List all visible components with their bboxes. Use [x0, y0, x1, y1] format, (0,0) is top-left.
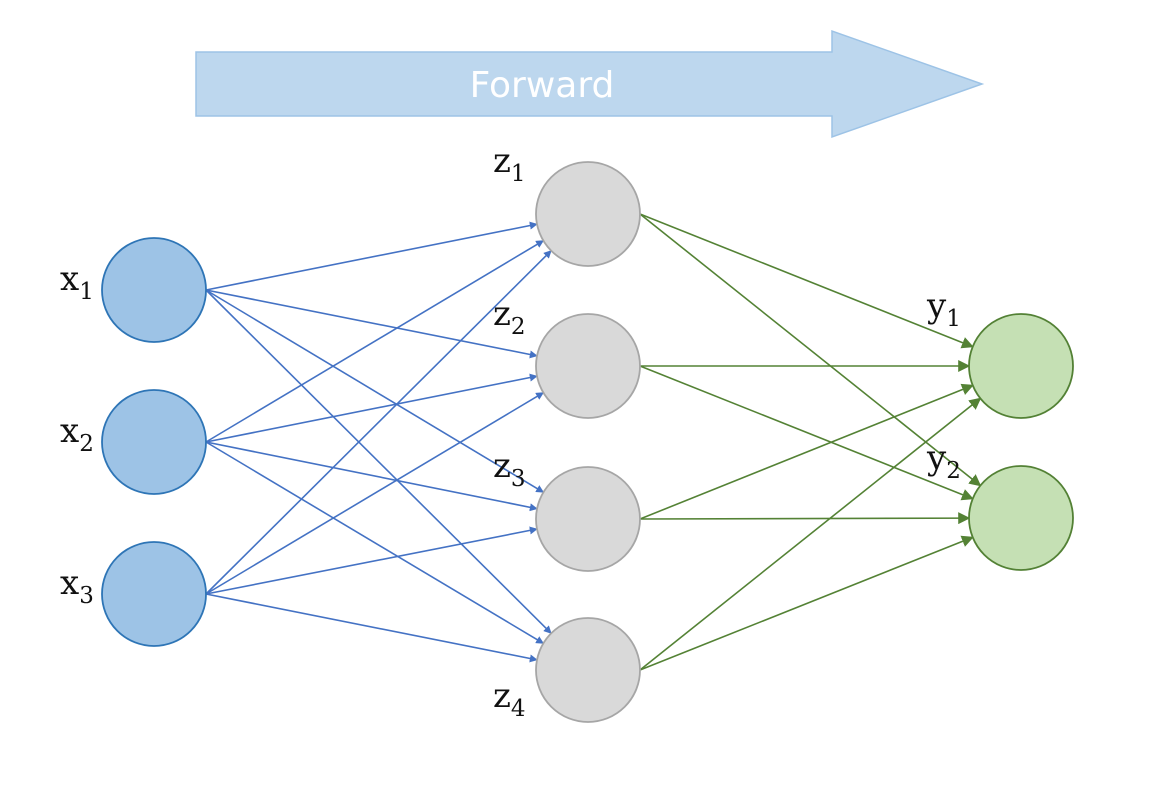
- label-subscript: 1: [946, 306, 961, 332]
- label-base: x: [60, 563, 79, 603]
- label-base: z: [493, 294, 511, 334]
- edge-hidden3-to-output1: [639, 383, 974, 520]
- edge-hidden1-to-output1: [639, 213, 974, 349]
- label-subscript: 2: [511, 314, 526, 340]
- edge-hidden1-to-output2: [639, 213, 982, 487]
- label-subscript: 3: [511, 466, 526, 492]
- label-base: y: [926, 438, 947, 478]
- label-subscript: 2: [946, 458, 961, 484]
- node-x1: [101, 237, 207, 343]
- edge-input1-to-hidden4: [205, 289, 552, 634]
- label-z4: z4: [493, 676, 526, 722]
- label-base: z: [493, 446, 511, 486]
- node-x2: [101, 389, 207, 495]
- edge-hidden2-to-output2: [639, 365, 974, 501]
- label-y2: y2: [926, 438, 961, 484]
- label-subscript: 4: [511, 696, 526, 722]
- edge-input3-to-hidden2: [205, 391, 545, 595]
- edge-input3-to-hidden3: [205, 526, 538, 595]
- edge-input1-to-hidden1: [205, 221, 538, 291]
- edge-input2-to-hidden2: [205, 373, 538, 443]
- connections: [205, 213, 982, 671]
- node-y1: [968, 313, 1074, 419]
- node-z4: [535, 617, 641, 723]
- label-x1: x1: [60, 259, 94, 305]
- label-base: x: [60, 411, 79, 451]
- label-base: z: [493, 676, 511, 716]
- node-z1: [535, 161, 641, 267]
- label-subscript: 1: [79, 279, 94, 305]
- edge-input3-to-hidden4: [205, 593, 538, 663]
- label-base: y: [926, 286, 947, 326]
- label-z3: z3: [493, 446, 526, 492]
- edge-input2-to-hidden1: [205, 239, 545, 443]
- node-x3: [101, 541, 207, 647]
- forward-label: Forward: [470, 65, 615, 106]
- edge-hidden4-to-output2: [639, 535, 974, 671]
- label-x2: x2: [60, 411, 94, 457]
- label-subscript: 2: [79, 431, 94, 457]
- edge-hidden3-to-output2: [639, 512, 971, 525]
- label-subscript: 1: [511, 161, 526, 187]
- nodes: [101, 161, 1074, 723]
- label-y1: y1: [926, 286, 961, 332]
- edge-input1-to-hidden3: [205, 289, 545, 493]
- forward-arrow-shape: [195, 29, 985, 139]
- node-z3: [535, 466, 641, 572]
- label-x3: x3: [60, 563, 94, 609]
- label-base: x: [60, 259, 79, 299]
- edge-input3-to-hidden1: [205, 250, 552, 595]
- edge-input1-to-hidden2: [205, 289, 538, 359]
- edge-input2-to-hidden3: [205, 441, 538, 512]
- edge-hidden4-to-output1: [639, 397, 982, 671]
- label-z1: z1: [493, 141, 526, 187]
- label-base: z: [493, 141, 511, 181]
- label-z2: z2: [493, 294, 526, 340]
- forward-arrow: Forward: [195, 29, 985, 139]
- node-z2: [535, 313, 641, 419]
- node-y2: [968, 465, 1074, 571]
- edge-input2-to-hidden4: [205, 441, 545, 645]
- label-subscript: 3: [79, 583, 94, 609]
